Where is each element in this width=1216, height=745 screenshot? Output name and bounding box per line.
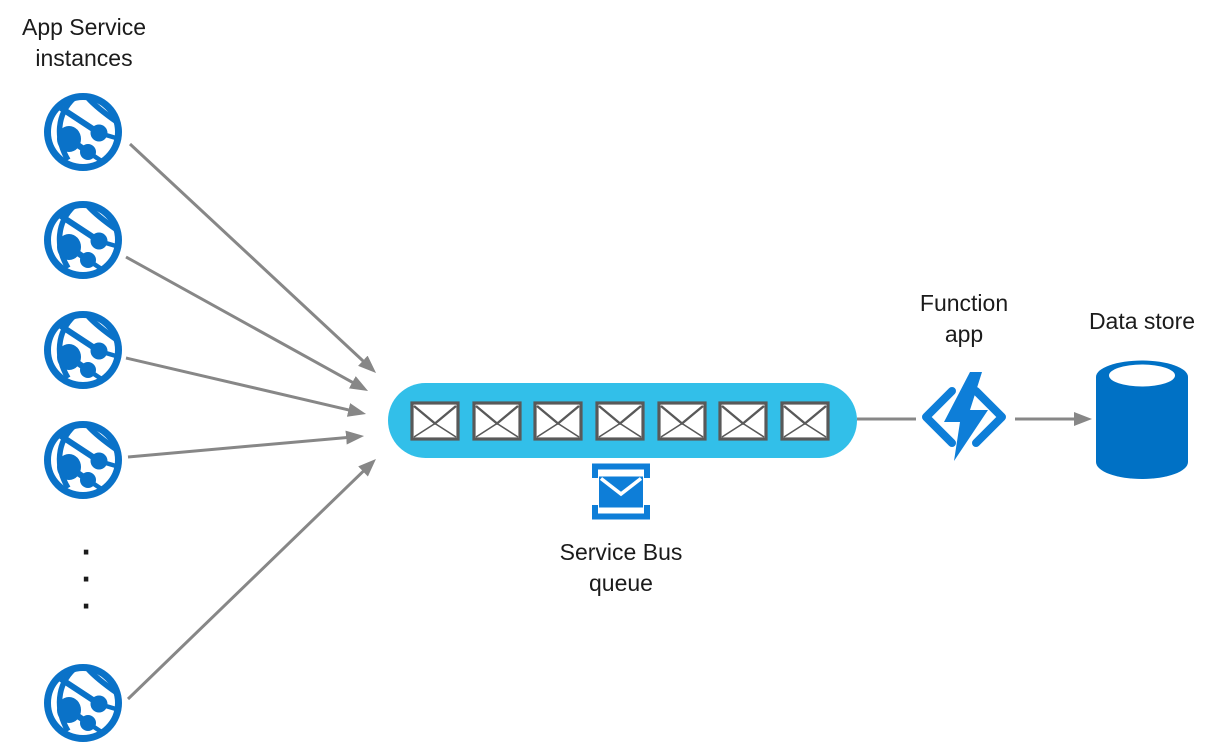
arrow-instance2-to-queue [125, 255, 369, 391]
message-envelope-icon [410, 401, 460, 441]
service-bus-queue-pill [388, 383, 857, 458]
message-envelope-icon [657, 401, 707, 441]
message-envelope-icon [780, 401, 830, 441]
message-envelope-icon [533, 401, 583, 441]
arrow-instance1-to-queue [128, 142, 377, 374]
arrow-instance5-to-queue [126, 458, 376, 701]
ellipsis-dot: · [81, 561, 93, 597]
function-app-icon [922, 372, 1006, 461]
left-angle-bracket [922, 387, 956, 447]
app-service-instance-icon [43, 420, 123, 500]
arrow-instance4-to-queue [127, 430, 365, 459]
app-service-instance-icon [43, 200, 123, 280]
data-store-label-text: Data store [1088, 308, 1196, 334]
app-service-label-line2: instances [35, 45, 133, 71]
service-bus-label-line2: queue [589, 570, 653, 596]
arrow-instance3-to-queue [125, 356, 367, 417]
ellipsis-dot: · [81, 588, 93, 624]
app-service-label-line1: App Service [21, 14, 146, 40]
message-envelope-icon [595, 401, 645, 441]
app-service-instance-icon [43, 310, 123, 390]
service-bus-label-line1: Service Bus [559, 539, 683, 565]
right-angle-bracket [972, 387, 1006, 447]
message-envelope-icon [472, 401, 522, 441]
function-app-label-line2: app [944, 321, 984, 347]
app-service-instances-label: App Service instances [0, 12, 174, 74]
data-store-icon [1096, 360, 1188, 479]
vertical-ellipsis: · · · [78, 534, 96, 624]
message-envelope-icon [718, 401, 768, 441]
ellipsis-dot: · [81, 534, 93, 570]
data-store-label: Data store [1062, 306, 1216, 337]
service-bus-queue-label: Service Bus queue [521, 537, 721, 599]
app-service-instance-icon [43, 663, 123, 743]
lightning-bolt-icon [944, 372, 988, 461]
function-app-label: Function app [884, 288, 1044, 350]
app-service-instance-icon [43, 92, 123, 172]
service-bus-queue-icon [592, 463, 650, 520]
function-app-label-line1: Function [919, 290, 1009, 316]
